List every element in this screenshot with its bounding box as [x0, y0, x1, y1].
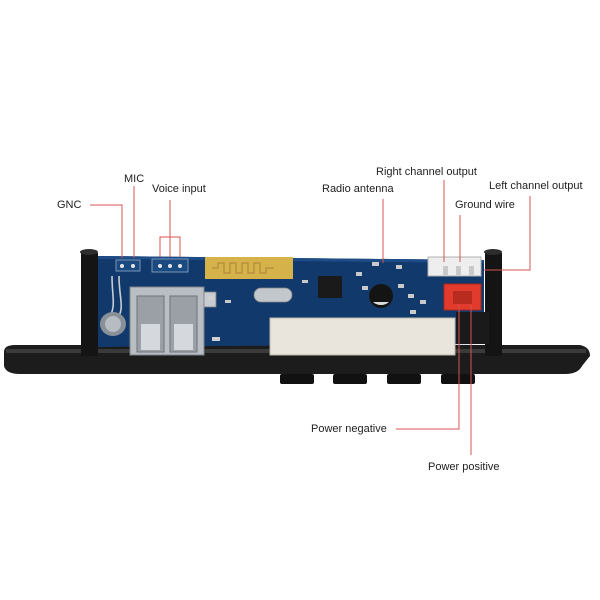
right-channel-output-label: Right channel output: [376, 166, 477, 178]
leader-lines: [90, 180, 531, 455]
power-negative-leader: [396, 305, 460, 430]
chip: [318, 276, 342, 298]
right-post-top: [484, 249, 502, 255]
audio-connector: [427, 256, 482, 277]
right-post: [485, 253, 502, 356]
power-connector-base: [456, 312, 489, 344]
power-positive-label: Power positive: [428, 461, 500, 473]
button-4: [441, 374, 475, 384]
ground-wire-label: Ground wire: [455, 199, 515, 211]
mic-label: MIC: [124, 173, 145, 185]
button-1: [280, 374, 314, 384]
gnc-mic-header: [115, 259, 141, 272]
ribbon-connector: [269, 317, 456, 356]
button-3: [387, 374, 421, 384]
left-post: [81, 253, 98, 356]
power-negative-label: Power negative: [311, 423, 387, 435]
crystal: [253, 287, 293, 303]
left-post-top: [80, 249, 98, 255]
left-channel-output-label: Left channel output: [489, 180, 583, 192]
left-channel-leader: [484, 196, 531, 271]
gnc-leader: [90, 204, 123, 258]
voice-input-label: Voice input: [152, 183, 206, 195]
radio-antenna-label: Radio antenna: [322, 183, 394, 195]
gnc-label: GNC: [57, 199, 82, 211]
button-2: [333, 374, 367, 384]
